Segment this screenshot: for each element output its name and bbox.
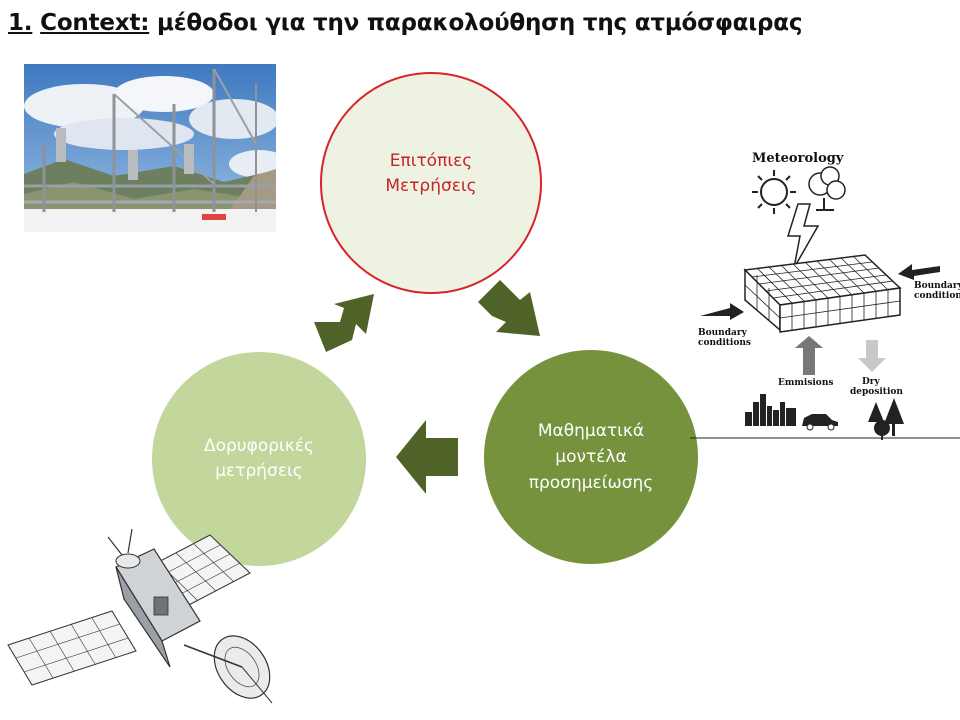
boundary-right-line2: conditions: [914, 291, 960, 301]
satellite-measurements-node: Δορυφορικές μετρήσεις: [152, 352, 366, 566]
measurement-station-photo: [24, 64, 276, 232]
air-quality-model-diagram: Meteorology: [690, 140, 960, 445]
satellite-label: Δορυφορικές μετρήσεις: [203, 436, 314, 481]
satellite-svg: [7, 528, 273, 704]
boundary-right-line1: Boundary: [914, 281, 960, 291]
meteorology-label: Meteorology: [752, 151, 844, 166]
lightning-icon: [786, 203, 820, 269]
model-diagram-svg: Meteorology: [690, 151, 960, 440]
title-number: 1.: [8, 10, 33, 36]
forecast-models-node: Μαθηματικά μοντέλα προσημείωσης: [484, 350, 698, 564]
emissions-label: Emmisions: [778, 378, 833, 388]
in-situ-measurements-node: Επιτόπιες Μετρήσεις: [320, 72, 542, 294]
deposition-arrow-icon: [858, 340, 886, 372]
slide-title: 1. Context: μέθοδοι για την παρακολούθησ…: [8, 10, 803, 36]
deposition-label: deposition: [850, 387, 903, 397]
emissions-arrow-icon: [795, 336, 823, 375]
boundary-left-line1: Boundary: [698, 328, 748, 338]
sun-icon: [752, 170, 796, 214]
satellite-body-icon: [107, 528, 201, 668]
title-keyword: Context:: [40, 10, 150, 36]
trees-icon: [868, 398, 904, 440]
antenna-dish-icon: [183, 635, 273, 704]
title-rest: μέθοδοι για την παρακολούθηση της ατμόσφ…: [149, 10, 803, 36]
station-photo-svg: [24, 64, 276, 232]
boundary-arrow-left-icon: [700, 303, 744, 320]
cloud-icon: [808, 166, 846, 211]
car-icon: [802, 414, 838, 431]
in-situ-label: Επιτόπιες Μετρήσεις: [385, 151, 477, 196]
model-grid-icon: [743, 254, 902, 333]
arrow-left-icon: [396, 420, 458, 494]
solar-panel-icon: [7, 610, 137, 686]
satellite-illustration: [4, 527, 284, 717]
city-icon: [745, 394, 796, 426]
boundary-left-line2: conditions: [698, 338, 751, 348]
boundary-arrow-right-icon: [898, 264, 940, 280]
curved-arrow-up-right-icon: [314, 294, 374, 352]
curved-arrow-down-right-icon: [478, 280, 540, 336]
models-label: Μαθηματικά μοντέλα προσημείωσης: [528, 421, 654, 493]
dry-label: Dry: [862, 377, 881, 387]
